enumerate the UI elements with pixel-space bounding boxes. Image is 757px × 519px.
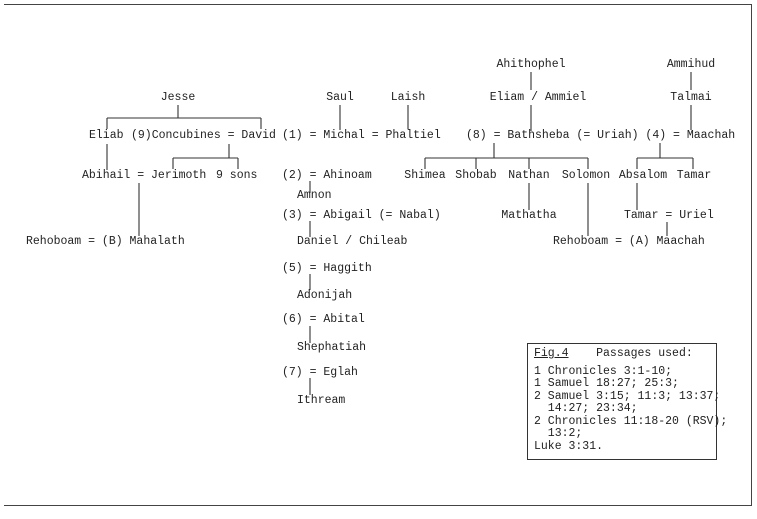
- bathsheba-maachah-marriages: (8) = Bathsheba (= Uriah) (4) = Maachah: [466, 129, 736, 142]
- passage-line: Luke 3:31.: [534, 439, 604, 453]
- jesse-descent-lines: [106, 105, 262, 236]
- wife-abigail: (3) = Abigail (= Nabal): [282, 209, 441, 222]
- passage-line: 14:27; 23:34;: [534, 402, 638, 415]
- son-nathan: Nathan: [508, 169, 550, 182]
- tamar-uriel: Tamar = Uriel: [624, 209, 714, 222]
- person-talmai: Talmai: [670, 91, 712, 104]
- person-saul: Saul: [326, 91, 354, 104]
- son-adonijah: Adonijah: [297, 289, 353, 302]
- rehoboam-maachah: Rehoboam = (A) Maachah: [553, 235, 705, 248]
- abihail-jerimoth: Abihail = Jerimoth: [82, 169, 207, 182]
- maachah-lines: [636, 72, 694, 236]
- wife-abital: (6) = Abital: [282, 313, 365, 326]
- rehoboam-mahalath: Rehoboam = (B) Mahalath: [26, 235, 185, 248]
- son-absalom: Absalom: [618, 169, 668, 182]
- wife-haggith: (5) = Haggith: [282, 262, 372, 275]
- daughter-tamar: Tamar: [676, 169, 712, 182]
- saul-laish-lines: [339, 105, 409, 130]
- figure-label: Fig.4: [534, 347, 569, 360]
- person-eliab: Eliab: [89, 129, 124, 142]
- person-ammihud: Ammihud: [666, 58, 716, 71]
- person-laish: Laish: [390, 91, 426, 104]
- person-eliam: Eliam / Ammiel: [489, 91, 587, 104]
- passage-line: 1 Chronicles 3:1-10;: [534, 364, 673, 378]
- person-mathatha: Mathatha: [501, 209, 557, 222]
- passage-line: 2 Samuel 3:15; 11:3; 13:37;: [534, 389, 721, 403]
- david-concubines: (9)Concubines = David: [131, 129, 276, 142]
- passages-legend: Fig.4 Passages used: 1 Chronicles 3:1-10…: [527, 343, 728, 460]
- nine-sons: 9 sons: [216, 169, 258, 182]
- legend-title: Passages used:: [596, 347, 693, 360]
- son-solomon: Solomon: [561, 169, 611, 182]
- person-ahithophel: Ahithophel: [496, 58, 566, 71]
- son-shobab: Shobab: [455, 169, 497, 182]
- michal-marriage: (1) = Michal = Phaltiel: [282, 129, 441, 142]
- wife-ahinoam: (2) = Ahinoam: [282, 169, 372, 182]
- page-frame: [4, 4, 752, 506]
- passage-line: 1 Samuel 18:27; 25:3;: [534, 377, 679, 390]
- bathsheba-lines: [424, 72, 589, 236]
- person-jesse: Jesse: [160, 91, 196, 104]
- son-daniel: Daniel / Chileab: [297, 235, 408, 248]
- passage-line: 2 Chronicles 11:18-20 (RSV);: [534, 414, 728, 428]
- passage-line: 13:2;: [534, 427, 583, 440]
- son-amnon: Amnon: [297, 189, 332, 202]
- wife-eglah: (7) = Eglah: [282, 366, 358, 379]
- son-shimea: Shimea: [404, 169, 446, 182]
- son-ithream: Ithream: [297, 394, 346, 407]
- son-shephatiah: Shephatiah: [297, 341, 367, 354]
